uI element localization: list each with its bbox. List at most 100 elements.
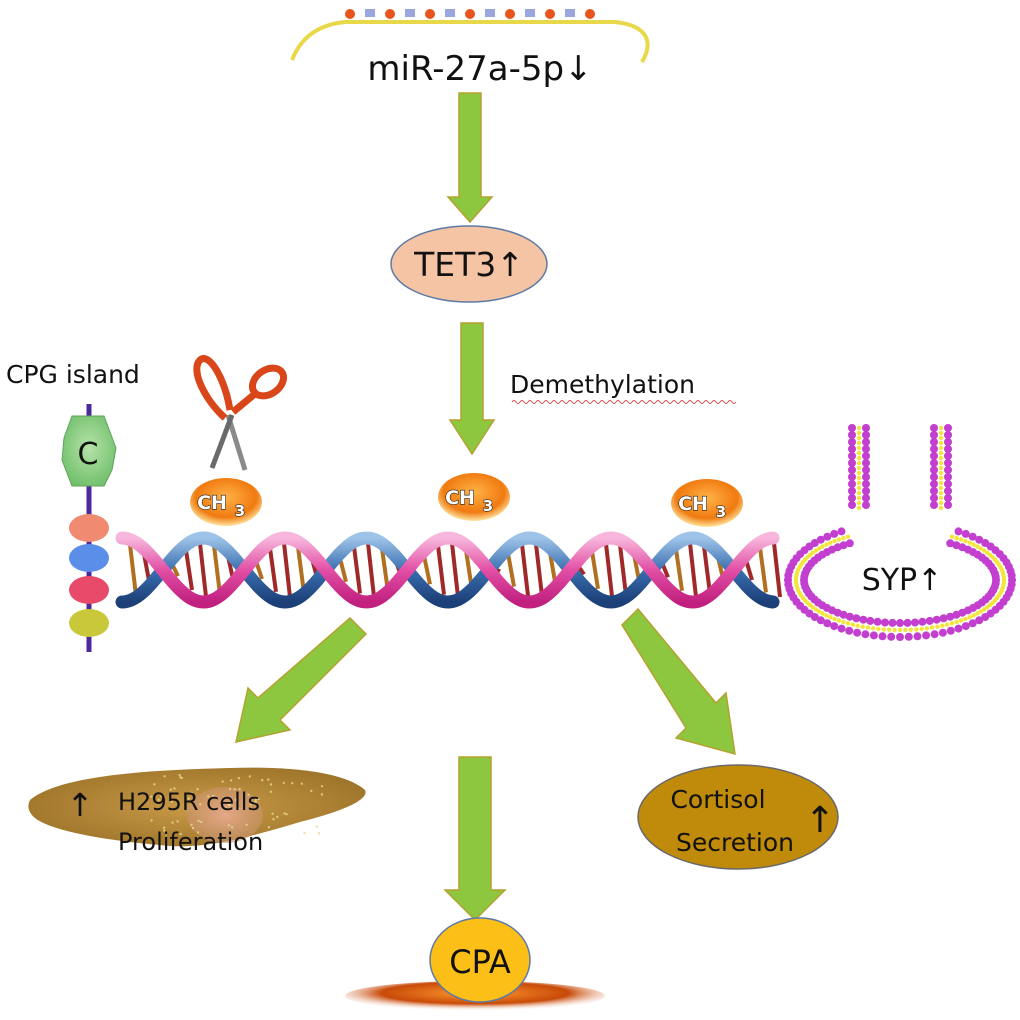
membrane-core-dot xyxy=(892,627,897,633)
cell-speckle xyxy=(269,783,273,786)
membrane-head-dot xyxy=(930,459,938,467)
cpg-bead-blue xyxy=(69,544,109,572)
membrane-head-dot xyxy=(848,487,856,495)
membrane-head-dot xyxy=(952,610,961,619)
cell-speckle xyxy=(317,832,321,835)
cell-speckle xyxy=(169,788,172,791)
membrane-head-dot xyxy=(862,487,870,495)
membrane-head-dot xyxy=(887,632,896,641)
cpg-island-chain: C xyxy=(61,404,117,652)
mirna-label: miR-27a-5p↓ xyxy=(367,49,592,89)
proliferation-line2: Proliferation xyxy=(118,828,263,856)
methyl-group-2: CH 3 xyxy=(438,473,510,521)
membrane-core-dot xyxy=(856,485,862,491)
cell-speckle xyxy=(254,801,257,805)
membrane-head-dot xyxy=(922,631,931,640)
membrane-core-dot xyxy=(810,550,815,555)
membrane-core-dot xyxy=(856,460,862,466)
membrane-head-dot xyxy=(954,624,963,633)
proliferation-line1: H295R cells xyxy=(118,788,260,816)
cell-speckle xyxy=(160,795,163,798)
dna-base-pair xyxy=(618,544,628,596)
membrane-core-dot xyxy=(938,485,944,491)
membrane-head-dot xyxy=(944,473,952,481)
membrane-head-dot xyxy=(878,632,887,641)
membrane-core-dot xyxy=(938,505,944,511)
cell-speckle xyxy=(229,779,233,782)
dna-base-pair xyxy=(772,542,782,598)
dna-base-pair xyxy=(590,550,600,590)
membrane-head-dot xyxy=(944,431,952,439)
membrane-head-dot xyxy=(903,618,912,627)
membrane-head-dot xyxy=(862,424,870,432)
dna-base-pair xyxy=(758,547,768,593)
membrane-head-dot xyxy=(944,459,952,467)
membrane-head-dot xyxy=(830,529,839,538)
cell-speckle xyxy=(191,826,195,830)
membrane-core-dot xyxy=(836,537,842,542)
membrane-head-dot xyxy=(862,501,870,509)
dna-base-pair xyxy=(674,548,684,592)
scissors-icon xyxy=(193,355,288,471)
cpg-bead-salmon xyxy=(69,514,109,542)
membrane-core-dot xyxy=(903,627,908,633)
membrane-core-dot xyxy=(856,445,862,451)
dna-base-pair xyxy=(338,557,348,583)
cell-speckle xyxy=(176,820,179,823)
cell-speckle xyxy=(245,823,248,826)
membrane-core-dot xyxy=(919,626,924,632)
mirna-bead xyxy=(405,9,415,17)
dna-base-pair xyxy=(688,542,698,598)
membrane-core-dot xyxy=(938,495,944,501)
arrow-dna-to-cpa xyxy=(443,756,507,922)
cell-speckle xyxy=(150,819,153,822)
membrane-core-dot xyxy=(813,548,819,553)
arrow-mirna-to-tet3 xyxy=(446,92,494,224)
membrane-head-dot xyxy=(991,572,1000,581)
membrane-core-dot xyxy=(954,619,959,625)
membrane-head-dot xyxy=(911,618,919,627)
membrane-head-dot xyxy=(848,431,856,439)
membrane-core-dot xyxy=(978,546,983,551)
mirna-bead xyxy=(565,9,575,17)
dna-base-pair xyxy=(450,543,460,597)
membrane-core-dot xyxy=(841,535,846,541)
membrane-core-dot xyxy=(865,625,871,630)
membrane-head-dot xyxy=(848,501,856,509)
membrane-head-dot xyxy=(975,616,984,625)
membrane-head-dot xyxy=(839,541,848,550)
cell-speckle xyxy=(229,787,232,791)
cell-speckle xyxy=(320,793,324,796)
membrane-core-dot xyxy=(850,622,855,627)
membrane-core-dot xyxy=(820,611,825,616)
cell-speckle xyxy=(229,800,233,803)
membrane-head-dot xyxy=(938,628,947,637)
membrane-head-dot xyxy=(1007,571,1016,580)
cell-speckle xyxy=(272,818,275,821)
svg-text:CH: CH xyxy=(197,492,227,514)
membrane-core-dot xyxy=(949,534,955,539)
cell-speckle xyxy=(320,785,324,788)
cell-speckle xyxy=(254,798,258,801)
membrane-head-dot xyxy=(896,619,904,627)
dna-base-pair xyxy=(184,549,194,591)
membrane-core-dot xyxy=(935,624,940,629)
membrane-head-dot xyxy=(862,431,870,439)
membrane-core-dot xyxy=(886,627,892,632)
membrane-core-dot xyxy=(856,455,862,461)
mirna-bead xyxy=(465,9,475,19)
membrane-head-dot xyxy=(925,616,934,625)
membrane-head-dot xyxy=(848,438,856,446)
membrane-core-dot xyxy=(860,624,865,629)
spellcheck-underline xyxy=(511,400,737,404)
membrane-core-dot xyxy=(938,490,944,496)
membrane-head-dot xyxy=(823,532,832,541)
cell-speckle xyxy=(282,781,285,785)
cell-speckle xyxy=(197,819,200,823)
cell-speckle xyxy=(269,790,273,793)
membrane-core-dot xyxy=(856,440,862,446)
svg-text:3: 3 xyxy=(716,503,726,521)
membrane-core-dot xyxy=(856,450,862,456)
membrane-head-dot xyxy=(848,480,856,488)
membrane-head-dot xyxy=(930,473,938,481)
